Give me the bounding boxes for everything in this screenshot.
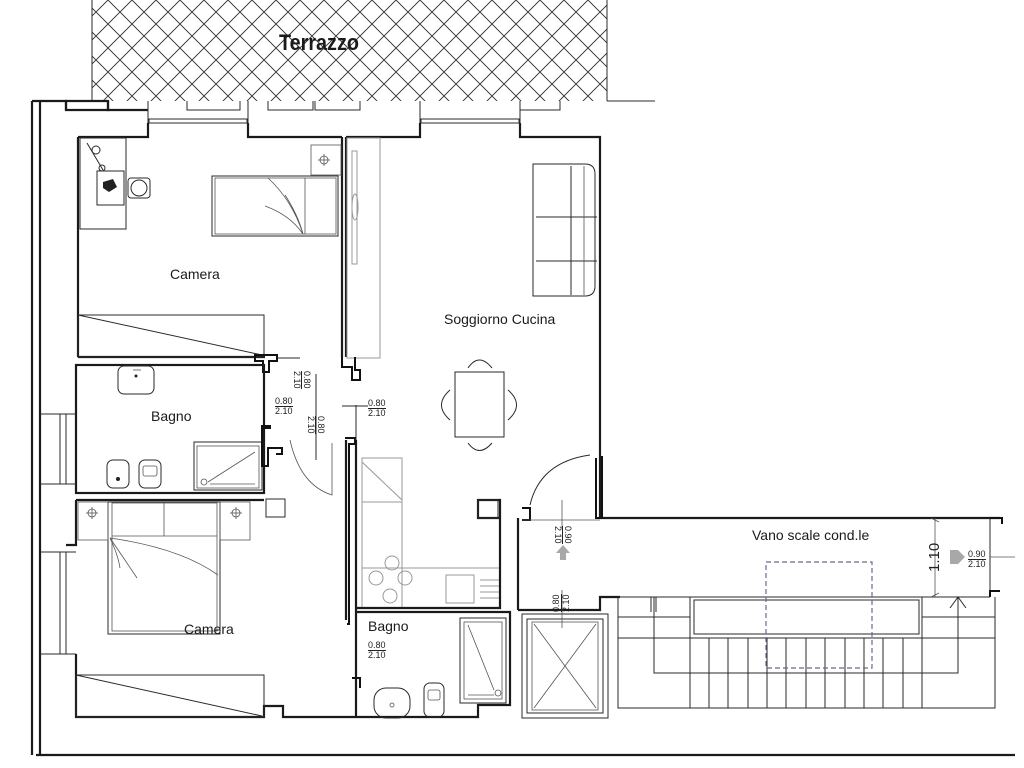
room-label-vano-scale: Vano scale cond.le [752,527,870,543]
room-label-soggiorno-cucina: Soggiorno Cucina [444,311,556,327]
stair-width-dimension: 1.10 [926,542,943,572]
room-bagno-2 [352,610,512,719]
terrace-label: Terrazzo [279,30,359,55]
room-label-bagno-1: Bagno [151,408,192,424]
living-room-furniture [441,163,597,451]
corridor-wardrobe [341,137,381,381]
entry-hall [516,454,1000,612]
room-camera-2 [40,498,355,719]
room-label-camera-1: Camera [170,266,220,282]
elevator-shaft [521,590,609,719]
room-label-camera-2: Camera [184,621,234,637]
kitchen-walls [315,374,502,625]
room-camera-1 [76,137,344,373]
exterior-walls [30,99,1015,757]
terrace [91,0,655,102]
room-bagno-1 [40,363,333,518]
room-label-bagno-2: Bagno [368,618,409,634]
staircase [617,517,1015,709]
